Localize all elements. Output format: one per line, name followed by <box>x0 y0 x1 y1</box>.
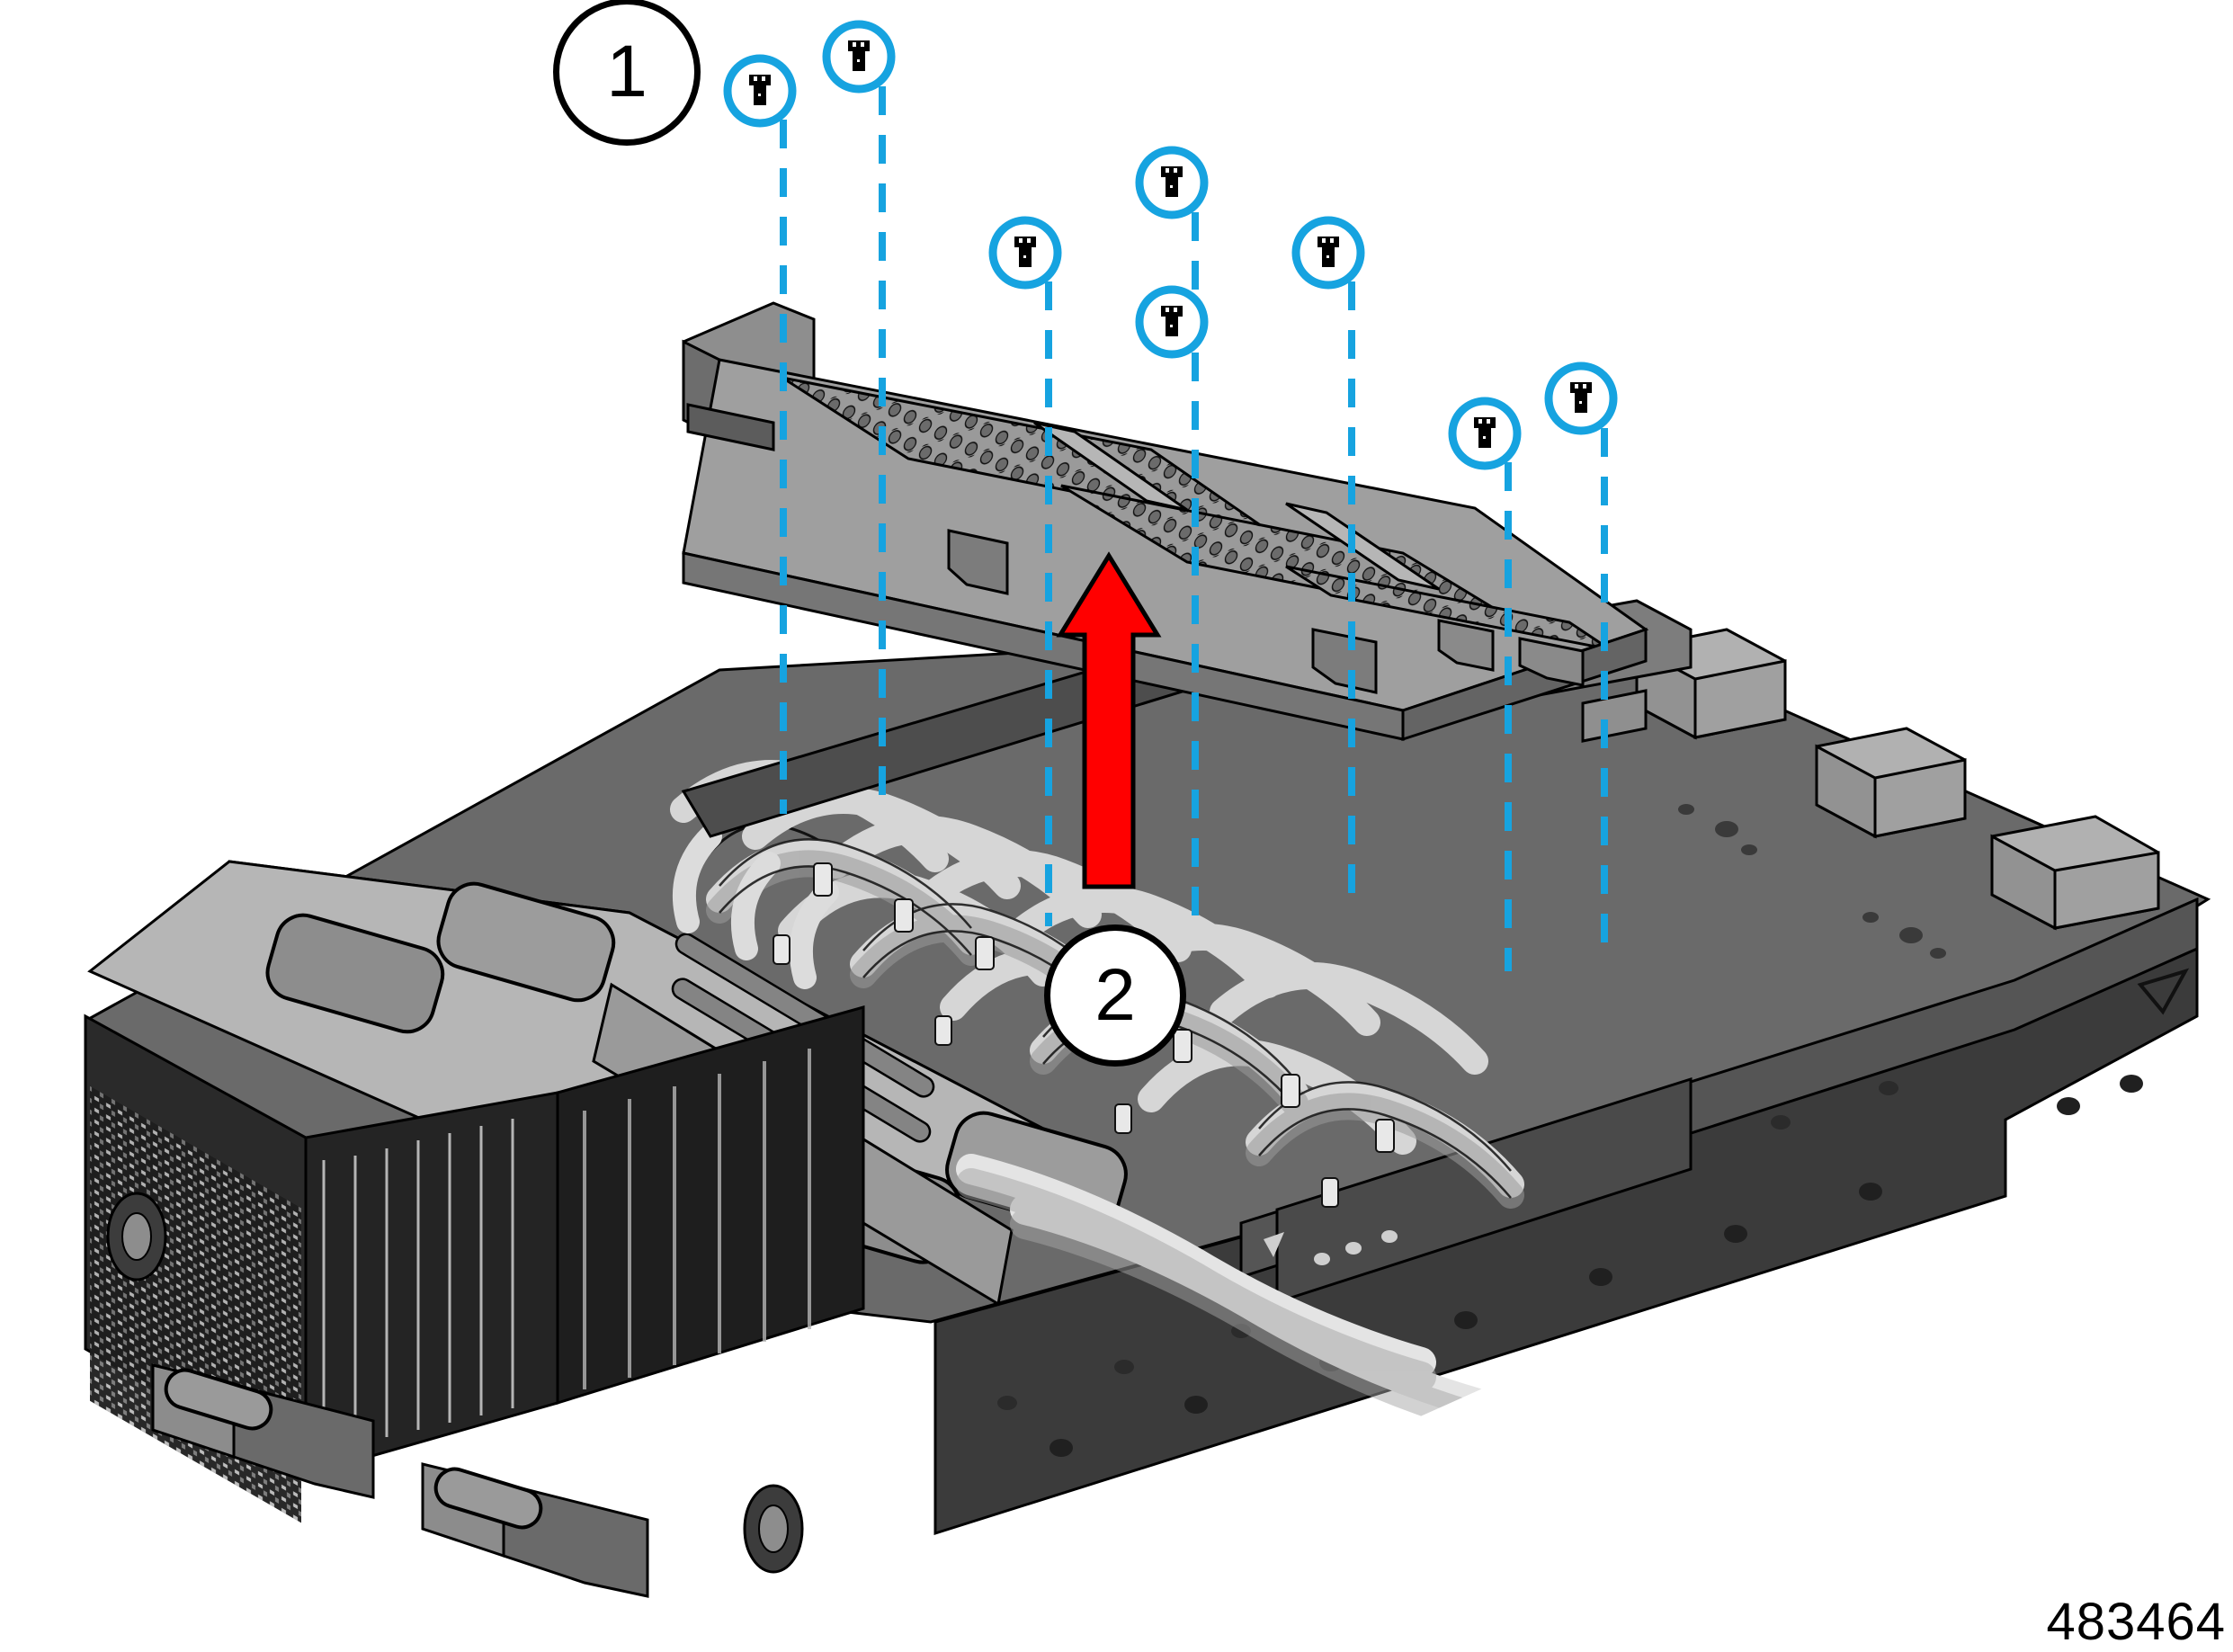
screw-marker-ring <box>1448 397 1522 470</box>
screw-phillips-mark <box>1478 419 1482 424</box>
screw-phillips-mark <box>1583 384 1586 388</box>
screw-marker-6[interactable] <box>1291 216 1365 290</box>
chassis-fan-openings <box>106 1192 804 1574</box>
screw-thread-mark <box>1579 401 1582 404</box>
screw-phillips-mark <box>853 42 856 47</box>
air-baffle <box>682 301 1649 742</box>
captive-screw-icon <box>1014 237 1036 267</box>
captive-screw-icon <box>749 75 771 105</box>
screw-body <box>749 75 771 105</box>
figure-number: 483464 <box>2046 1593 2226 1651</box>
screw-marker-ring <box>723 54 797 128</box>
screw-phillips-mark <box>1166 168 1169 173</box>
baffle-mounting-tabs <box>947 529 1585 694</box>
screw-marker-ring <box>1291 216 1365 290</box>
screw-phillips-mark <box>861 42 864 47</box>
screw-thread-mark <box>1170 325 1173 327</box>
screw-phillips-mark <box>1174 308 1177 312</box>
screw-alignment-dashed-lines <box>780 86 1608 971</box>
screw-body <box>848 40 870 71</box>
screw-phillips-mark <box>1575 384 1578 388</box>
captive-screw-icon <box>1161 166 1183 197</box>
screw-marker-7[interactable] <box>1448 397 1522 470</box>
plate-markings <box>1264 1230 1398 1265</box>
captive-screw-icon <box>848 40 870 71</box>
screw-marker-ring <box>988 216 1062 290</box>
screw-marker-ring <box>1135 285 1209 359</box>
screw-phillips-mark <box>762 76 765 81</box>
chassis-label-plate <box>1275 1076 1693 1305</box>
screw-marker-ring <box>1544 362 1618 435</box>
screw-marker-5[interactable] <box>1135 285 1209 359</box>
deck-standoffs <box>1678 804 1946 959</box>
vrm-connector-blocks <box>1581 628 2160 931</box>
screw-body <box>1161 166 1183 197</box>
screw-body <box>1474 417 1496 448</box>
captive-screw-icon <box>1317 237 1339 267</box>
screw-body <box>1317 237 1339 267</box>
screw-marker-3[interactable] <box>988 216 1062 290</box>
screw-thread-mark <box>758 94 761 96</box>
captive-screw-icon <box>1474 417 1496 448</box>
screw-phillips-mark <box>1322 238 1326 243</box>
callout-1-air-baffle[interactable]: 1 <box>553 0 701 146</box>
screw-thread-mark <box>1023 255 1026 258</box>
server-chassis <box>84 592 2211 1598</box>
lift-direction-arrow <box>1056 551 1162 889</box>
screw-phillips-mark <box>1019 238 1023 243</box>
screw-marker-1[interactable] <box>723 54 797 128</box>
mounting-ear-right <box>421 1462 649 1598</box>
mounting-ear-left <box>151 1363 375 1499</box>
tube-clips <box>773 862 1395 1208</box>
screw-phillips-mark <box>1027 238 1031 243</box>
screw-body <box>1014 237 1036 267</box>
screw-thread-mark <box>1170 185 1173 188</box>
screw-phillips-mark <box>1330 238 1334 243</box>
captive-screw-icon <box>1570 382 1592 413</box>
warning-triangle-icon <box>2137 968 2190 1015</box>
screw-phillips-mark <box>1166 308 1169 312</box>
screw-body <box>1161 306 1183 336</box>
screw-thread-mark <box>1326 255 1329 258</box>
screw-marker-ring <box>822 20 896 94</box>
screw-marker-ring <box>1135 146 1209 219</box>
screw-phillips-mark <box>754 76 757 81</box>
callout-2-chassis-interior[interactable]: 2 <box>1044 924 1186 1067</box>
screw-phillips-mark <box>1174 168 1177 173</box>
screw-phillips-mark <box>1487 419 1490 424</box>
screw-thread-mark <box>1483 436 1486 439</box>
screw-marker-4[interactable] <box>1135 146 1209 219</box>
screw-thread-mark <box>857 59 860 62</box>
screw-marker-2[interactable] <box>822 20 896 94</box>
screw-body <box>1570 382 1592 413</box>
screw-marker-8[interactable] <box>1544 362 1618 435</box>
captive-screw-markers <box>723 20 1618 470</box>
captive-screw-icon <box>1161 306 1183 336</box>
